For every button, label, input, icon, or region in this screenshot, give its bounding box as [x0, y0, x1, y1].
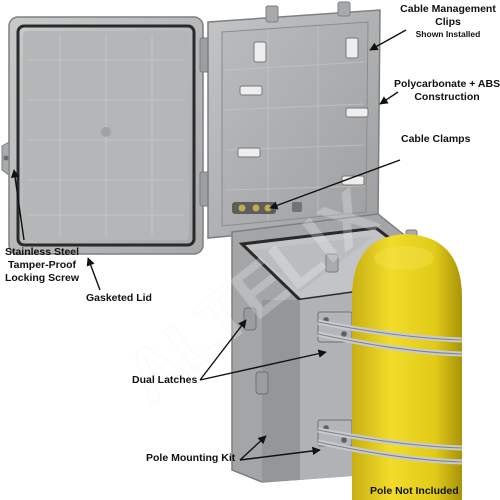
label-pole-not-included: Pole Not Included	[370, 485, 459, 497]
label-dual-latches: Dual Latches	[132, 374, 198, 386]
label-cable-clamps: Cable Clamps	[401, 133, 471, 145]
label-locking-screw-line3: Locking Screw	[4, 272, 80, 285]
callout-arrows	[10, 29, 407, 461]
label-polycarbonate-line1: Polycarbonate + ABS	[394, 78, 500, 90]
open-lid	[8, 16, 204, 255]
label-cable-management-line2: Clips	[435, 16, 461, 29]
label-pole-mounting-kit: Pole Mounting Kit	[146, 452, 236, 464]
open-base	[207, 1, 381, 239]
label-polycarbonate-line2: Construction	[414, 91, 480, 104]
label-locking-screw: Stainless Steel Tamper-Proof Locking Scr…	[0, 246, 84, 285]
cable-management-clips	[237, 37, 369, 186]
dual-latches	[243, 307, 269, 395]
label-locking-screw-line1: Stainless Steel	[4, 246, 80, 258]
label-cable-management-sub: Shown Installed	[415, 29, 481, 40]
label-polycarbonate: Polycarbonate + ABS Construction	[394, 78, 500, 104]
label-cable-management: Cable Management Clips Shown Installed	[396, 3, 500, 40]
label-gasketed-lid: Gasketed Lid	[86, 292, 152, 304]
label-cable-management-line1: Cable Management	[400, 3, 496, 15]
yellow-pole	[352, 234, 462, 500]
label-locking-screw-line2: Tamper-Proof	[7, 259, 77, 272]
cable-clamps	[232, 202, 302, 214]
